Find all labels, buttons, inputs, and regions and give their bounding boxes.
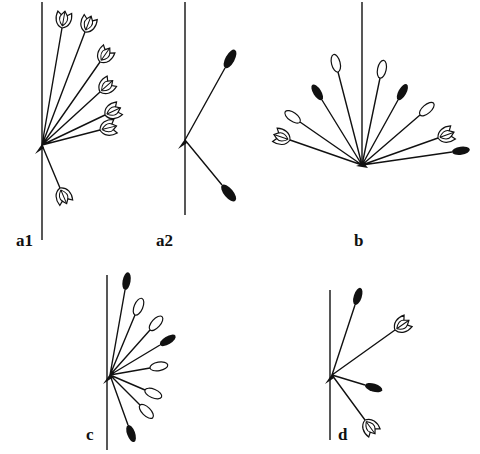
panel-label: b [354, 232, 363, 251]
panel-label: c [86, 426, 94, 445]
panel-label: a1 [16, 232, 33, 251]
panel-label: a2 [156, 232, 173, 251]
panel-label: d [338, 426, 347, 445]
